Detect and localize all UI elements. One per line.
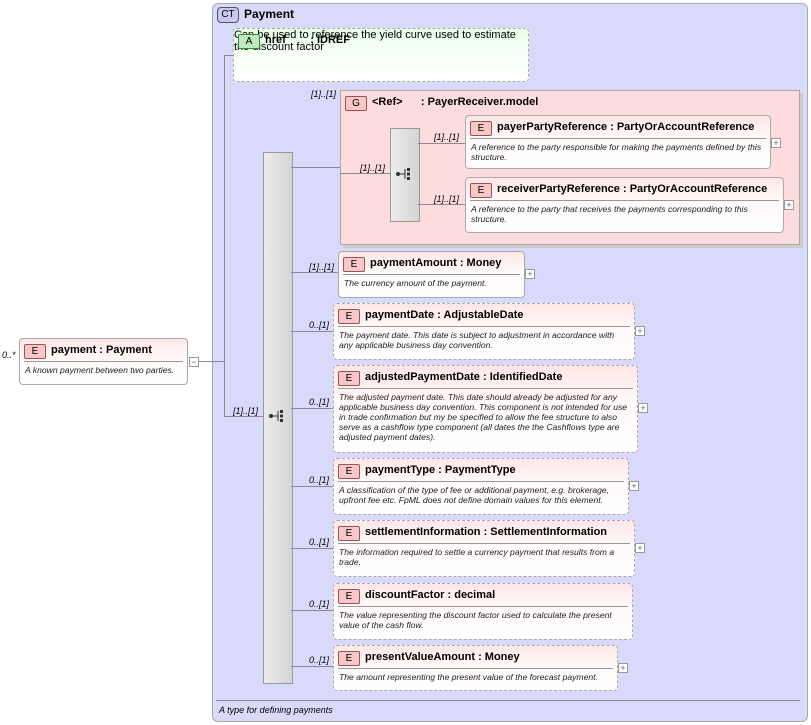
divider <box>343 274 520 275</box>
element-badge: E <box>24 344 46 359</box>
complex-type-description: A type for defining payments <box>219 705 333 715</box>
attribute-name: href : IDREF <box>265 34 350 46</box>
divider <box>338 606 628 607</box>
expand-toggle[interactable]: + <box>784 200 794 210</box>
expand-toggle[interactable]: + <box>635 326 645 336</box>
divider <box>338 668 613 669</box>
element-doc: The currency amount of the payment. <box>344 278 487 288</box>
complex-type-badge: CT <box>217 7 239 23</box>
connector-line <box>291 331 333 332</box>
element-payment-type[interactable]: E paymentType : PaymentType A classifica… <box>333 458 629 515</box>
element-name: paymentDate : AdjustableDate <box>365 309 524 321</box>
element-cardinality: [1]..[1] <box>309 262 335 272</box>
divider <box>338 388 633 389</box>
element-cardinality: 0..[1] <box>309 537 330 547</box>
element-name: paymentType : PaymentType <box>365 464 516 476</box>
element-present-value-amount[interactable]: E presentValueAmount : Money The amount … <box>333 645 618 691</box>
element-badge: E <box>470 183 492 198</box>
connector-line <box>198 361 224 362</box>
divider <box>470 138 766 139</box>
divider <box>24 361 183 362</box>
group-badge: G <box>345 96 367 111</box>
attribute-href[interactable]: A href : IDREF Can be used to reference … <box>233 28 529 82</box>
connector-line <box>224 416 264 417</box>
element-name: adjustedPaymentDate : IdentifiedDate <box>365 371 563 383</box>
divider <box>338 326 630 327</box>
element-doc: A classification of the type of fee or a… <box>339 485 610 505</box>
connector-line <box>418 143 465 144</box>
element-doc: The payment date. This date is subject t… <box>339 330 615 350</box>
connector-line <box>291 610 333 611</box>
element-doc: The adjusted payment date. This date sho… <box>339 392 628 442</box>
root-cardinality: 0..* <box>2 350 16 360</box>
element-payment-date[interactable]: E paymentDate : AdjustableDate The payme… <box>333 303 635 360</box>
element-discount-factor[interactable]: E discountFactor : decimal The value rep… <box>333 583 633 640</box>
sequence-cardinality: [1]..[1] <box>233 406 259 416</box>
element-badge: E <box>338 526 360 541</box>
element-badge: E <box>338 371 360 386</box>
expand-toggle[interactable]: + <box>629 481 639 491</box>
element-cardinality: [1]..[1] <box>434 194 460 204</box>
element-name: discountFactor : decimal <box>365 589 496 601</box>
group-name: <Ref> : PayerReceiver.model <box>372 96 539 108</box>
divider <box>216 700 800 701</box>
element-cardinality: 0..[1] <box>309 397 330 407</box>
element-badge: E <box>343 257 365 272</box>
element-doc: A known payment between two parties. <box>25 365 175 375</box>
expand-toggle[interactable]: + <box>638 403 648 413</box>
sequence-icon <box>269 410 283 422</box>
element-doc: The value representing the discount fact… <box>339 610 612 630</box>
expand-toggle[interactable]: + <box>525 269 535 279</box>
element-badge: E <box>338 309 360 324</box>
connector-line <box>291 408 333 409</box>
connector-line <box>224 55 234 56</box>
connector-line <box>291 272 338 273</box>
element-name: paymentAmount : Money <box>370 257 502 269</box>
complex-type-title: Payment <box>244 7 295 21</box>
connector-line <box>340 173 390 174</box>
element-doc: A reference to the party that receives t… <box>471 204 748 224</box>
root-element-payment[interactable]: E payment : Payment A known payment betw… <box>19 338 188 385</box>
element-badge: E <box>338 464 360 479</box>
element-settlement-information[interactable]: E settlementInformation : SettlementInfo… <box>333 520 635 577</box>
connector-line <box>291 486 333 487</box>
element-badge: E <box>338 651 360 666</box>
element-doc: A reference to the party responsible for… <box>471 142 762 162</box>
element-name: presentValueAmount : Money <box>365 651 520 663</box>
element-payer-party-reference[interactable]: E payerPartyReference : PartyOrAccountRe… <box>465 115 771 169</box>
element-receiver-party-reference[interactable]: E receiverPartyReference : PartyOrAccoun… <box>465 177 784 233</box>
attribute-badge: A <box>238 34 260 49</box>
connector-line <box>291 548 333 549</box>
divider <box>338 543 630 544</box>
element-name: payerPartyReference : PartyOrAccountRefe… <box>497 121 755 133</box>
group-cardinality: [1]..[1] <box>311 89 337 99</box>
element-badge: E <box>470 121 492 136</box>
inner-sequence-cardinality: [1]..[1] <box>360 163 386 173</box>
expand-toggle[interactable]: + <box>618 663 628 673</box>
element-doc: The amount representing the present valu… <box>339 672 598 682</box>
element-name: receiverPartyReference : PartyOrAccountR… <box>497 183 768 195</box>
sequence-icon <box>396 168 410 180</box>
element-cardinality: 0..[1] <box>309 475 330 485</box>
element-doc: The information required to settle a cur… <box>339 547 615 567</box>
element-cardinality: [1]..[1] <box>434 132 460 142</box>
divider <box>338 481 624 482</box>
connector-line <box>291 167 340 168</box>
expand-toggle[interactable]: + <box>635 543 645 553</box>
connector-line <box>418 204 465 205</box>
collapse-toggle[interactable]: − <box>189 357 199 367</box>
connector-line <box>291 666 333 667</box>
element-name: settlementInformation : SettlementInform… <box>365 526 608 538</box>
element-cardinality: 0..[1] <box>309 320 330 330</box>
connector-line <box>224 55 225 417</box>
element-adjusted-payment-date[interactable]: E adjustedPaymentDate : IdentifiedDate T… <box>333 365 638 453</box>
element-name: payment : Payment <box>51 344 152 356</box>
element-cardinality: 0..[1] <box>309 655 330 665</box>
element-cardinality: 0..[1] <box>309 599 330 609</box>
element-badge: E <box>338 589 360 604</box>
element-payment-amount[interactable]: E paymentAmount : Money The currency amo… <box>338 251 525 298</box>
expand-toggle[interactable]: + <box>771 138 781 148</box>
divider <box>470 200 779 201</box>
